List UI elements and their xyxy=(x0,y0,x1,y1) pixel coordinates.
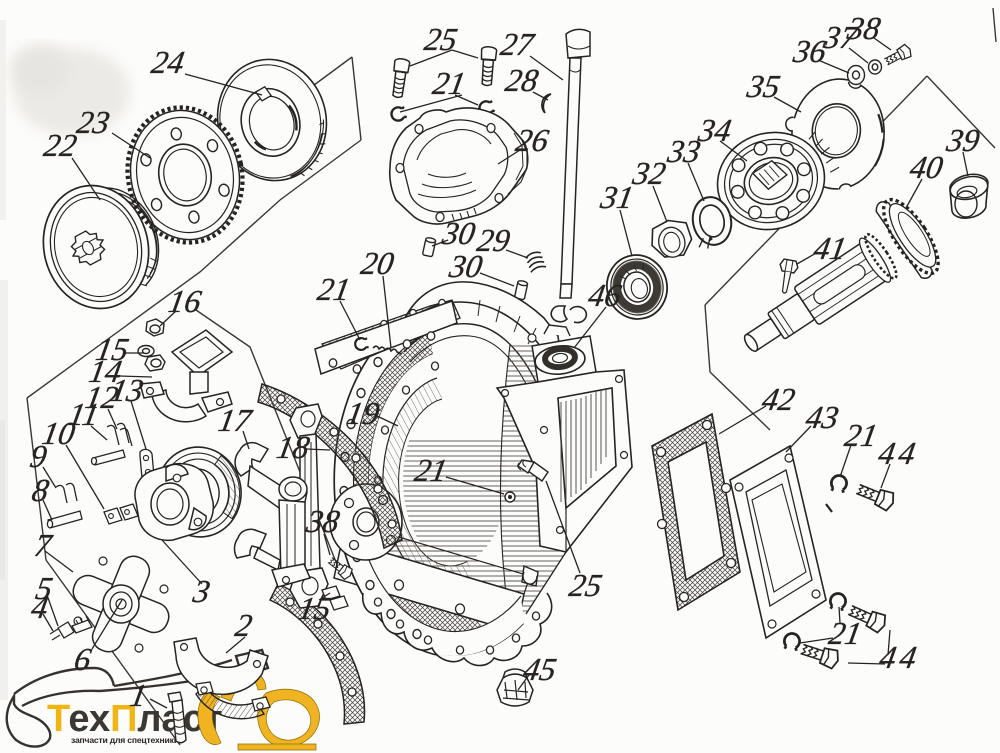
svg-text:20: 20 xyxy=(358,245,396,281)
svg-text:36: 36 xyxy=(790,33,829,69)
svg-text:44: 44 xyxy=(876,435,922,471)
svg-text:18: 18 xyxy=(274,429,312,465)
svg-text:28: 28 xyxy=(503,62,541,98)
svg-text:9: 9 xyxy=(27,438,49,474)
svg-text:15: 15 xyxy=(296,590,334,626)
svg-text:25: 25 xyxy=(567,567,605,603)
svg-text:31: 31 xyxy=(597,179,636,215)
svg-text:34: 34 xyxy=(695,112,734,148)
svg-text:42: 42 xyxy=(759,381,797,417)
svg-text:43: 43 xyxy=(803,399,841,435)
svg-text:10: 10 xyxy=(39,415,77,451)
svg-text:35: 35 xyxy=(744,68,783,104)
svg-text:44: 44 xyxy=(877,639,923,675)
svg-text:32: 32 xyxy=(629,155,668,191)
svg-text:21: 21 xyxy=(412,452,450,488)
svg-text:24: 24 xyxy=(149,44,187,80)
svg-text:29: 29 xyxy=(475,222,513,258)
svg-text:6: 6 xyxy=(72,641,94,677)
svg-text:23: 23 xyxy=(74,104,112,140)
svg-text:30: 30 xyxy=(446,248,485,284)
svg-text:38: 38 xyxy=(844,10,883,46)
svg-text:19: 19 xyxy=(344,395,382,431)
svg-text:46: 46 xyxy=(586,277,624,313)
svg-text:21: 21 xyxy=(315,271,353,307)
svg-text:26: 26 xyxy=(513,122,551,158)
svg-text:21: 21 xyxy=(826,615,864,651)
svg-text:16: 16 xyxy=(166,283,204,319)
svg-text:41: 41 xyxy=(811,230,849,266)
svg-text:запчасти для спецтехники: запчасти для спецтехники xyxy=(71,735,179,745)
svg-text:11: 11 xyxy=(66,396,102,432)
svg-text:39: 39 xyxy=(943,122,982,158)
svg-text:15: 15 xyxy=(93,331,131,367)
svg-text:30: 30 xyxy=(439,215,478,251)
svg-text:40: 40 xyxy=(907,149,945,185)
svg-text:22: 22 xyxy=(41,127,79,163)
svg-text:8: 8 xyxy=(29,472,51,508)
svg-text:2: 2 xyxy=(233,607,255,643)
svg-text:21: 21 xyxy=(430,65,468,101)
svg-text:1: 1 xyxy=(127,677,149,713)
svg-text:4: 4 xyxy=(29,589,51,625)
svg-text:38: 38 xyxy=(303,503,342,539)
svg-text:14: 14 xyxy=(86,353,124,389)
svg-text:25: 25 xyxy=(422,21,460,57)
svg-text:21: 21 xyxy=(842,417,880,453)
svg-text:13: 13 xyxy=(108,372,146,408)
svg-text:33: 33 xyxy=(664,133,703,169)
svg-text:3: 3 xyxy=(190,573,213,609)
svg-text:5: 5 xyxy=(33,570,55,606)
svg-text:12: 12 xyxy=(83,379,121,415)
svg-text:45: 45 xyxy=(521,651,559,687)
